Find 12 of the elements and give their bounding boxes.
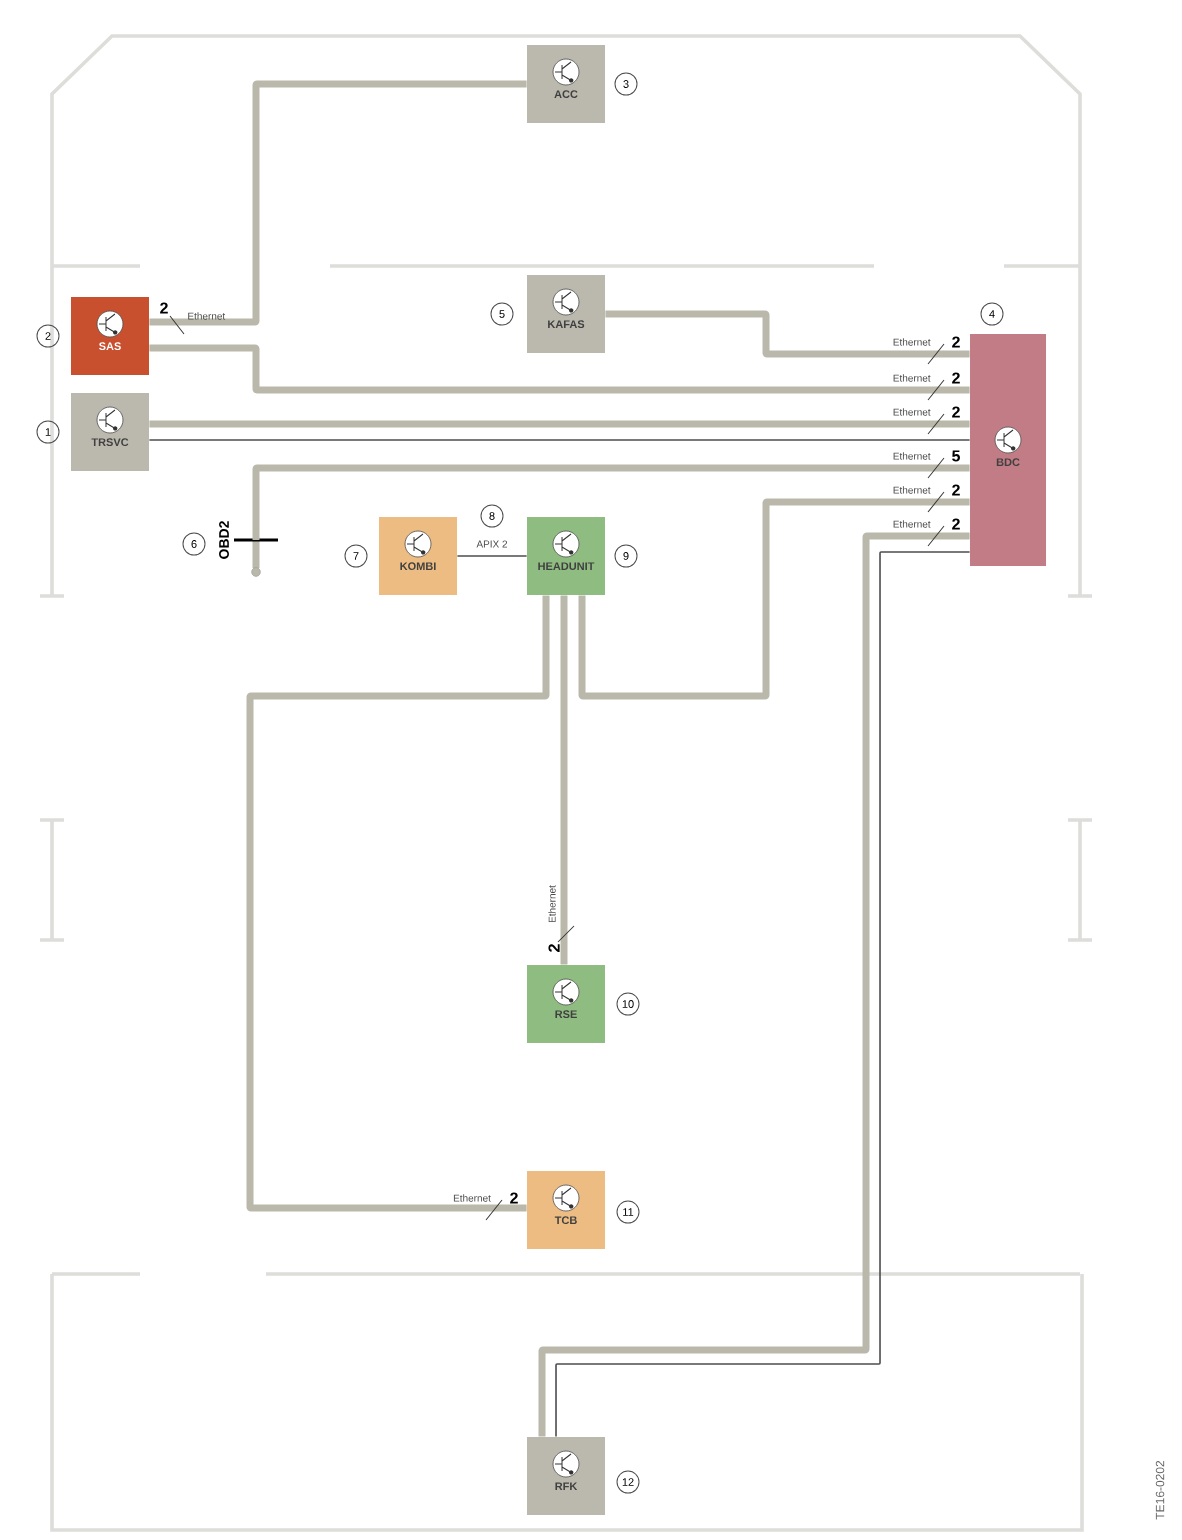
cable [149,344,970,394]
cable [246,595,550,1212]
cable [252,464,970,540]
wire-count-label: 2 [160,302,185,335]
cable [149,80,527,326]
cable [456,555,528,557]
cable [148,439,971,441]
wire-count-label: 2 [548,925,575,952]
cable [149,420,970,428]
cable [605,310,970,358]
cable [560,595,568,965]
cable [578,498,970,700]
